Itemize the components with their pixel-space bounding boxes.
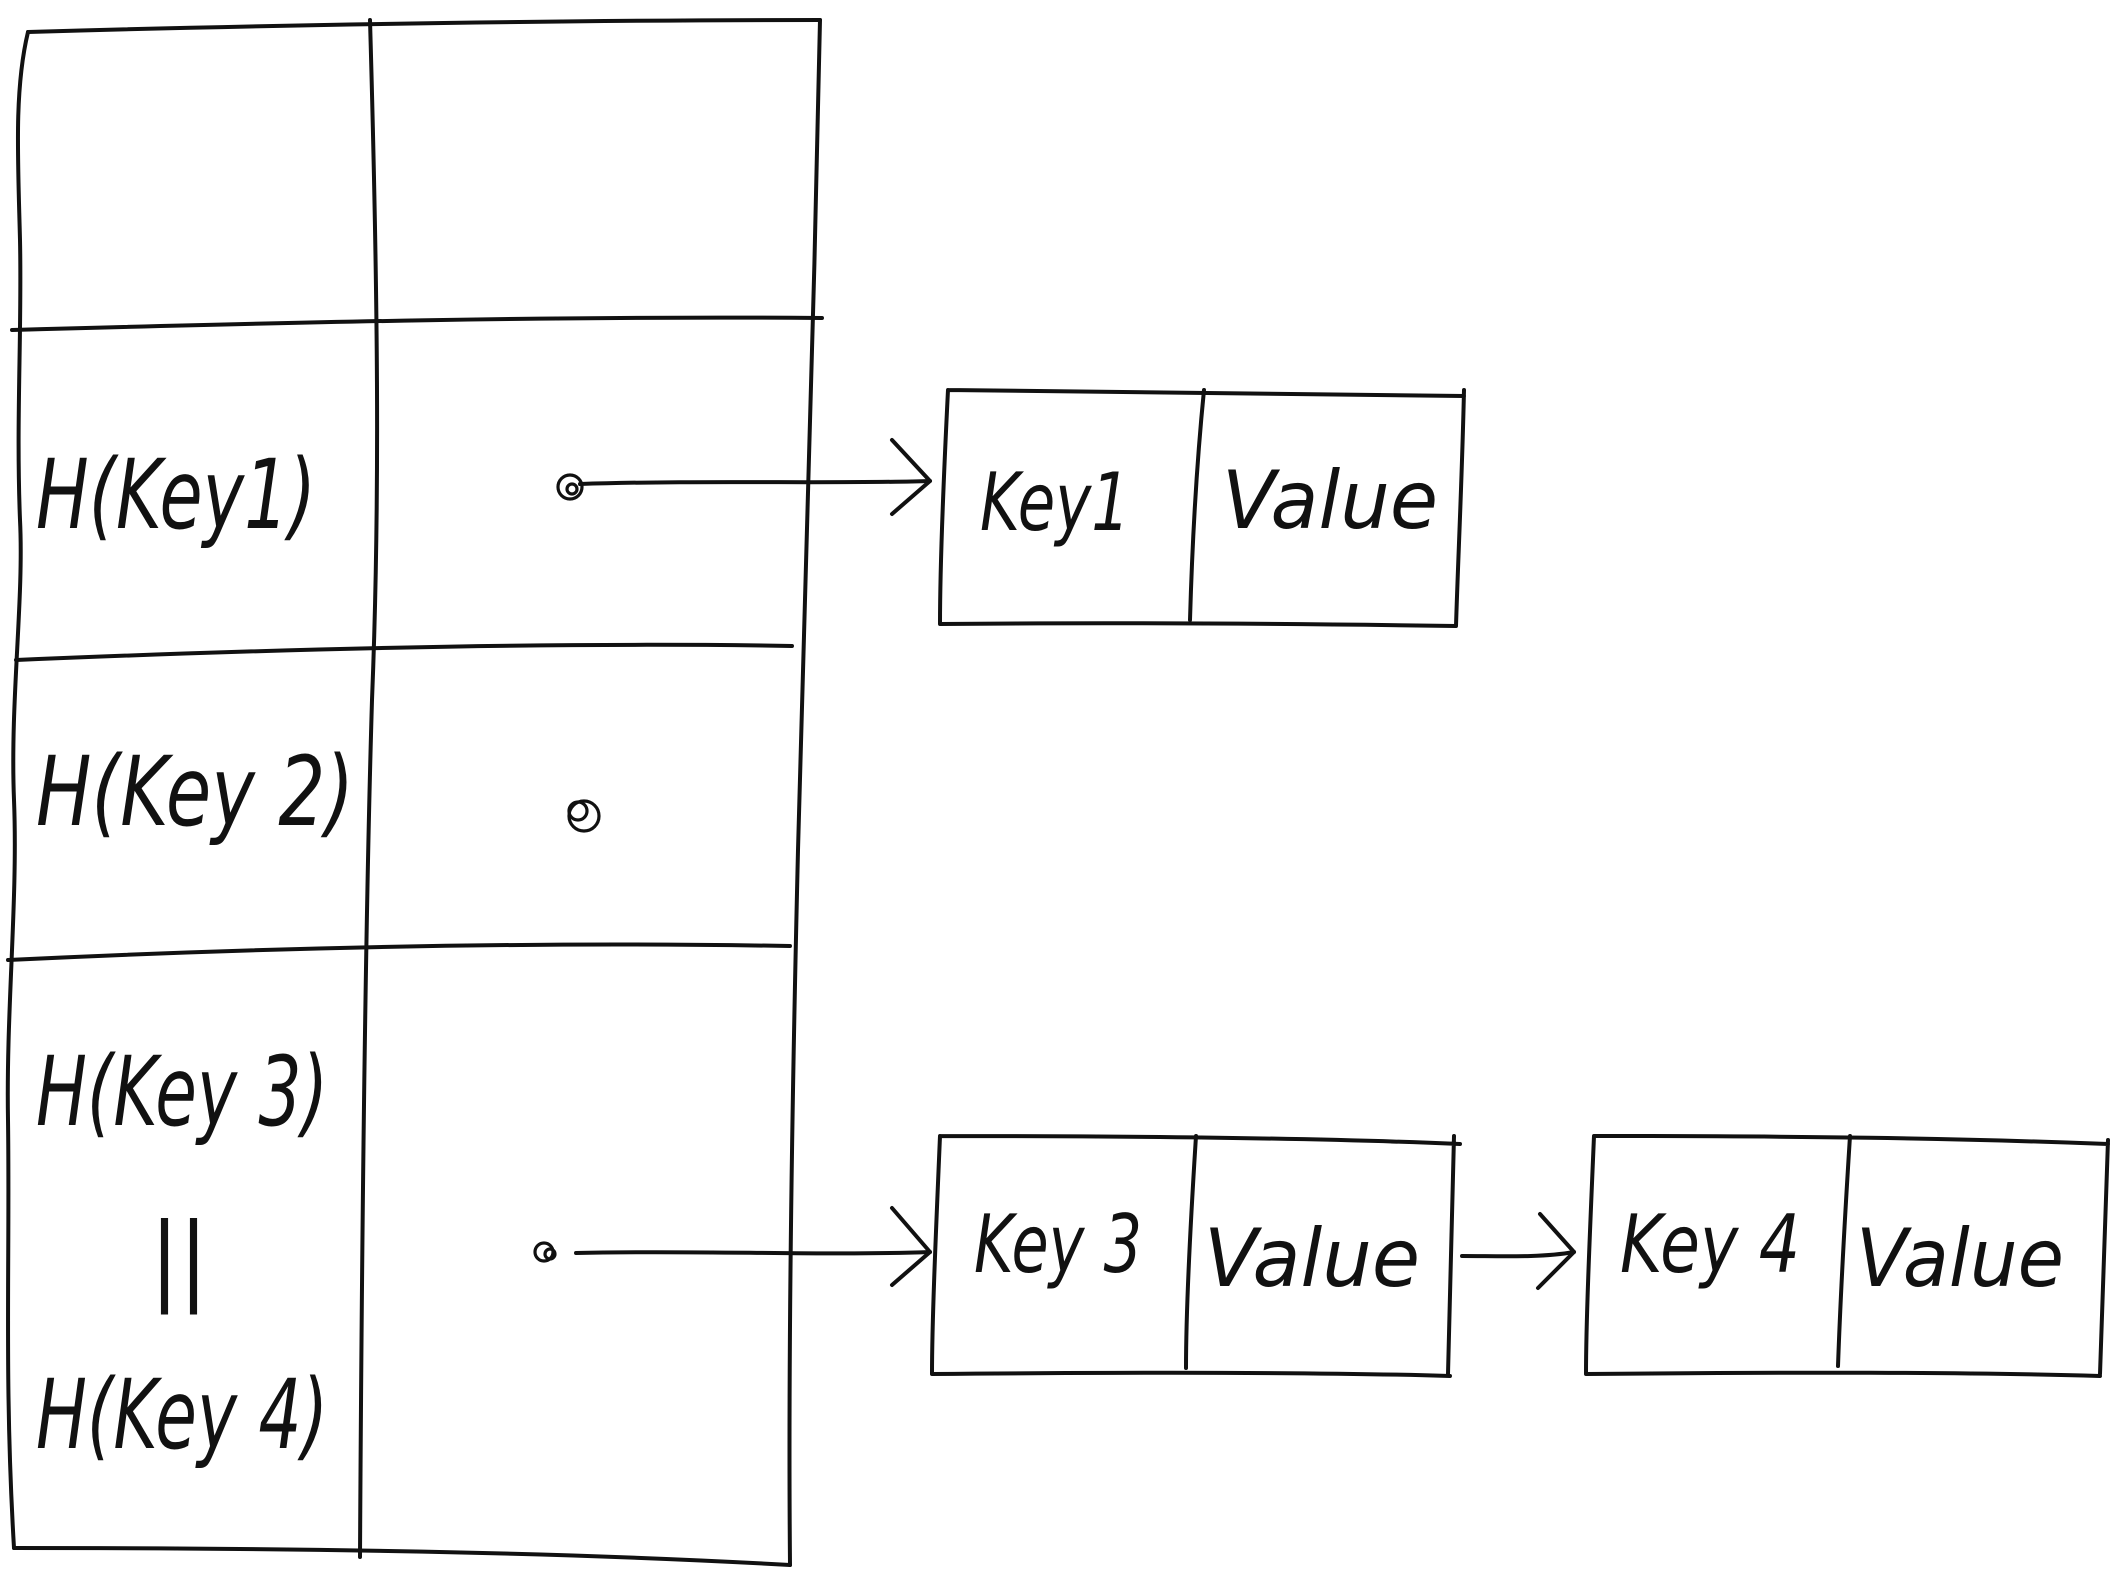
node-key4-box	[1584, 1134, 2110, 1378]
hash-label-key3: H(Key 3)	[36, 1036, 328, 1148]
node-key4-value-label: Value	[1856, 1212, 2064, 1305]
arrow-row1-to-key1	[578, 438, 932, 516]
node-key3-divider	[1184, 1134, 1198, 1370]
table-bottom-border	[12, 1546, 792, 1567]
hash-label-key2: H(Key 2)	[36, 736, 354, 848]
node-key1-divider	[1188, 388, 1206, 622]
pointer-dot-row2	[567, 799, 601, 833]
chain-node-key1: Key1 Value	[938, 388, 1466, 628]
hash-table	[5, 18, 824, 1567]
arrow-key3-to-key4	[1460, 1212, 1576, 1290]
table-row-divider-1	[10, 315, 824, 332]
table-row-divider-2	[14, 642, 794, 662]
node-key3-value-label: Value	[1204, 1212, 1420, 1305]
node-key1-box	[938, 388, 1466, 628]
table-right-border	[787, 18, 822, 1567]
hash-labels: H(Key1) H(Key 2) H(Key 3) || H(Key 4)	[36, 439, 354, 1471]
pointer-dots	[533, 473, 601, 1263]
node-key1-key-label: Key1	[980, 456, 1130, 549]
hash-label-key4: H(Key 4)	[36, 1359, 328, 1471]
node-key3-key-label: Key 3	[974, 1198, 1142, 1291]
pointer-arrows	[574, 438, 1576, 1290]
pointer-dot-row3	[533, 1241, 557, 1263]
node-key3-box	[930, 1134, 1462, 1378]
arrow-row3-to-key3	[574, 1206, 932, 1287]
table-left-border	[5, 30, 30, 1550]
hash-label-key1: H(Key1)	[36, 439, 316, 551]
chain-node-key4: Key 4 Value	[1584, 1134, 2110, 1378]
table-column-divider	[358, 18, 380, 1559]
table-row-divider-3	[6, 942, 792, 962]
hash-collision-equals: ||	[150, 1203, 208, 1316]
pointer-dot-row1	[556, 473, 584, 501]
node-key4-divider	[1836, 1134, 1852, 1368]
table-top-border	[26, 18, 822, 34]
chain-node-key3: Key 3 Value	[930, 1134, 1462, 1378]
node-key4-key-label: Key 4	[1620, 1198, 1800, 1291]
node-key1-value-label: Value	[1222, 454, 1438, 547]
